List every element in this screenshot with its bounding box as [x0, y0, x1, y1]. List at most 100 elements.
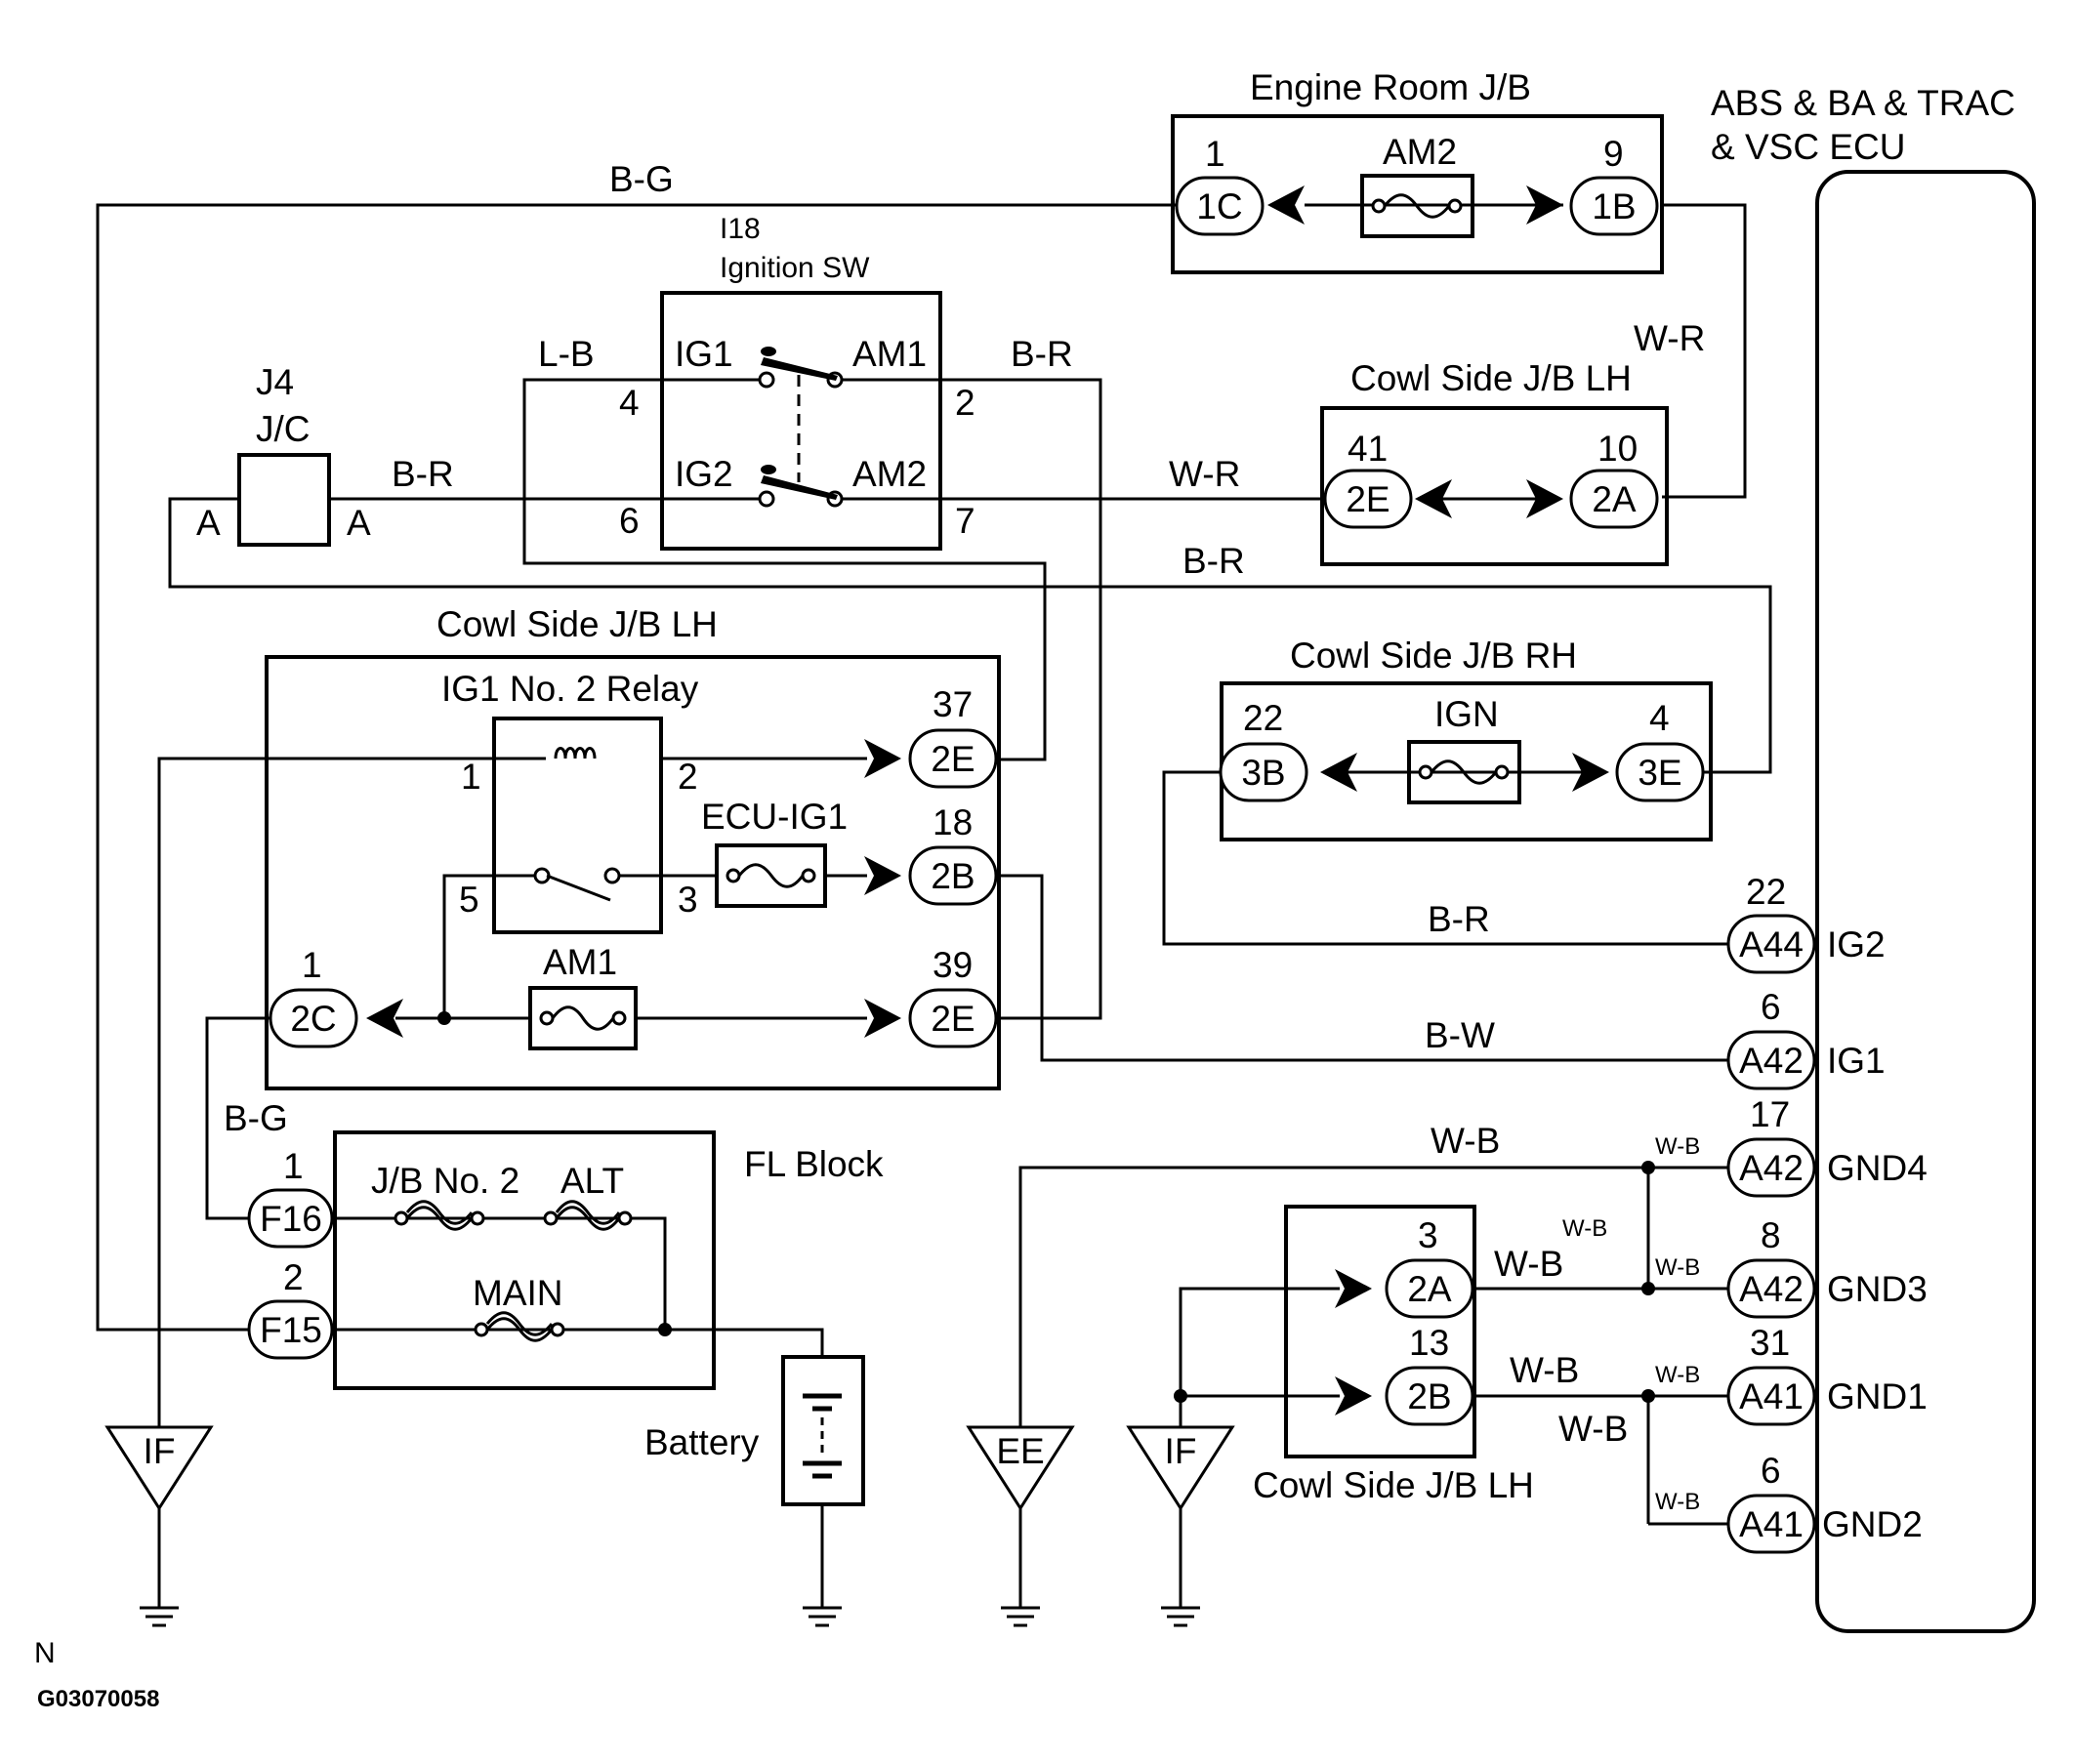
connector-3e-label: 3E	[1638, 753, 1681, 793]
wire-label-br-sw: B-R	[1011, 334, 1073, 374]
pin-ecu-22: 22	[1746, 872, 1786, 912]
pin-sw-6: 6	[619, 501, 640, 541]
fuse-jb-no2-label: J/B No. 2	[371, 1161, 519, 1201]
connector-a42-gnd3	[1726, 1258, 1816, 1319]
ground-ee-icon	[966, 1425, 1075, 1511]
fuse-am2-label: AM2	[1383, 132, 1457, 172]
fuse-labels: AM2 IGN ECU-IG1 AM1 J/B No. 2 ALT MAIN	[371, 132, 1499, 1313]
connector-1c-label: 1C	[1196, 186, 1242, 226]
footer-code: G03070058	[37, 1686, 159, 1712]
wire-label-lb: L-B	[538, 334, 595, 374]
wire-coil-if	[157, 757, 546, 1427]
connector-f16	[247, 1188, 334, 1249]
component-titles: Engine Room J/B ABS & BA & TRAC & VSC EC…	[34, 67, 2015, 1712]
wire-label-br-ig2: B-R	[1428, 899, 1490, 939]
fuse-element	[1430, 759, 1498, 785]
relay-blade	[546, 874, 611, 902]
pin-rl-39: 39	[933, 945, 973, 985]
footer-n: N	[34, 1637, 56, 1669]
pin-jc-a-left: A	[196, 503, 221, 543]
sw-blade-lower	[761, 475, 838, 500]
pin-rl-1: 1	[302, 945, 322, 985]
arrow-left-icon	[1415, 479, 1452, 518]
fuse-element	[1383, 193, 1451, 219]
ecu-terminal-gnd3: GND3	[1827, 1269, 1928, 1309]
wire-label-wb-small: W-B	[1562, 1215, 1607, 1242]
connector-2a-3	[1385, 1258, 1474, 1319]
wire-label-wr-sw: W-R	[1169, 454, 1240, 494]
fuse-jb-no2	[394, 1200, 485, 1231]
wire-label-wb-small: W-B	[1655, 1133, 1700, 1160]
wire-bg-left	[205, 1016, 270, 1220]
arrow-right-icon	[864, 999, 901, 1038]
wire-if-2a	[1179, 1287, 1340, 1427]
arrow-right-icon	[1335, 1376, 1372, 1415]
pin-er-1: 1	[1205, 134, 1225, 174]
junction-dot	[1174, 1389, 1187, 1403]
jc-label: J/C	[256, 409, 311, 449]
junction-dot	[1641, 1161, 1655, 1174]
junction-dot	[1641, 1282, 1655, 1295]
wire-br-cross	[168, 497, 1772, 774]
connector-2a-10	[1569, 469, 1659, 529]
connector-2a-10-label: 2A	[1592, 479, 1637, 519]
connector-2e-37-label: 2E	[931, 739, 975, 779]
arrow-right-icon	[864, 856, 901, 895]
fuse-element	[485, 1311, 554, 1336]
cowl-lh-top-title: Cowl Side J/B LH	[1350, 358, 1632, 398]
connector-1b	[1569, 176, 1659, 236]
fuse-end	[617, 1210, 633, 1226]
fuse-element	[405, 1206, 474, 1231]
connector-arrows	[366, 185, 1609, 1415]
fuse-am1-label: AM1	[543, 942, 617, 982]
wire-label-br-jc: B-R	[392, 454, 454, 494]
fl-block-box	[333, 1130, 716, 1390]
connector-2b-13-label: 2B	[1407, 1376, 1451, 1416]
pin-ecu-31: 31	[1750, 1323, 1790, 1363]
connector-2b-18-label: 2B	[931, 856, 975, 896]
pin-ecu-17: 17	[1750, 1094, 1790, 1134]
wire-label-wb-small: W-B	[1655, 1254, 1700, 1281]
ig1-relay-internals	[533, 747, 621, 902]
cowl-lh-bottom-title: Cowl Side J/B LH	[1253, 1465, 1534, 1505]
wire-br-am1	[831, 378, 1102, 1020]
cowl-lh-mid-title: Cowl Side J/B LH	[436, 604, 718, 644]
pin-sw-5: 5	[459, 880, 479, 920]
connector-a42-gnd4-label: A42	[1739, 1148, 1804, 1188]
cowl-lh-bottom-box	[1284, 1205, 1476, 1458]
junction-dot	[658, 1323, 672, 1336]
connector-a42-gnd3-label: A42	[1739, 1269, 1804, 1309]
sw-blade-lower-tip	[761, 465, 776, 474]
connector-a42-gnd4	[1726, 1137, 1816, 1198]
wire-label-bg-left: B-G	[224, 1098, 288, 1138]
pin-ecu-6b: 6	[1761, 1451, 1781, 1491]
fuse-am2-box	[1360, 174, 1474, 238]
sw-contact	[758, 490, 775, 508]
fuse-ecu-ig1	[715, 843, 827, 908]
cowl-lh-top-box	[1320, 406, 1669, 566]
pin-fl-2: 2	[283, 1257, 304, 1297]
wire-label-wb-gnd3: W-B	[1494, 1244, 1563, 1284]
wire-lb	[522, 378, 1047, 761]
arrow-right-icon	[1572, 753, 1609, 792]
switch-terminal-labels: IG1 AM1 IG2 AM2	[675, 334, 927, 494]
cowl-rh-title: Cowl Side J/B RH	[1290, 636, 1577, 676]
arrow-left-icon	[1267, 185, 1305, 225]
pin-cr-22: 22	[1243, 698, 1283, 738]
ground-ee-label: EE	[996, 1431, 1044, 1471]
fuse-end	[394, 1210, 409, 1226]
arrow-left-icon	[1320, 753, 1357, 792]
fuse-end	[726, 868, 741, 883]
ignition-switch-box	[660, 291, 942, 551]
ecu-terminal-gnd4: GND4	[1827, 1148, 1928, 1188]
wire-br-ig2	[1162, 770, 1728, 946]
fuse-end	[611, 1010, 627, 1026]
earth-symbol	[140, 1606, 179, 1627]
fuse-main	[474, 1311, 565, 1342]
fuse-ign-label: IGN	[1434, 694, 1499, 734]
jc-box	[237, 453, 331, 547]
connector-a41-gnd2	[1726, 1494, 1816, 1554]
pin-numbers: 1 9 4 2 6 7 A A 41 10 22 4 37 18 39 1 1 …	[196, 134, 1790, 1491]
ground-if-right-icon	[1126, 1425, 1235, 1511]
sw-contact	[758, 371, 775, 389]
